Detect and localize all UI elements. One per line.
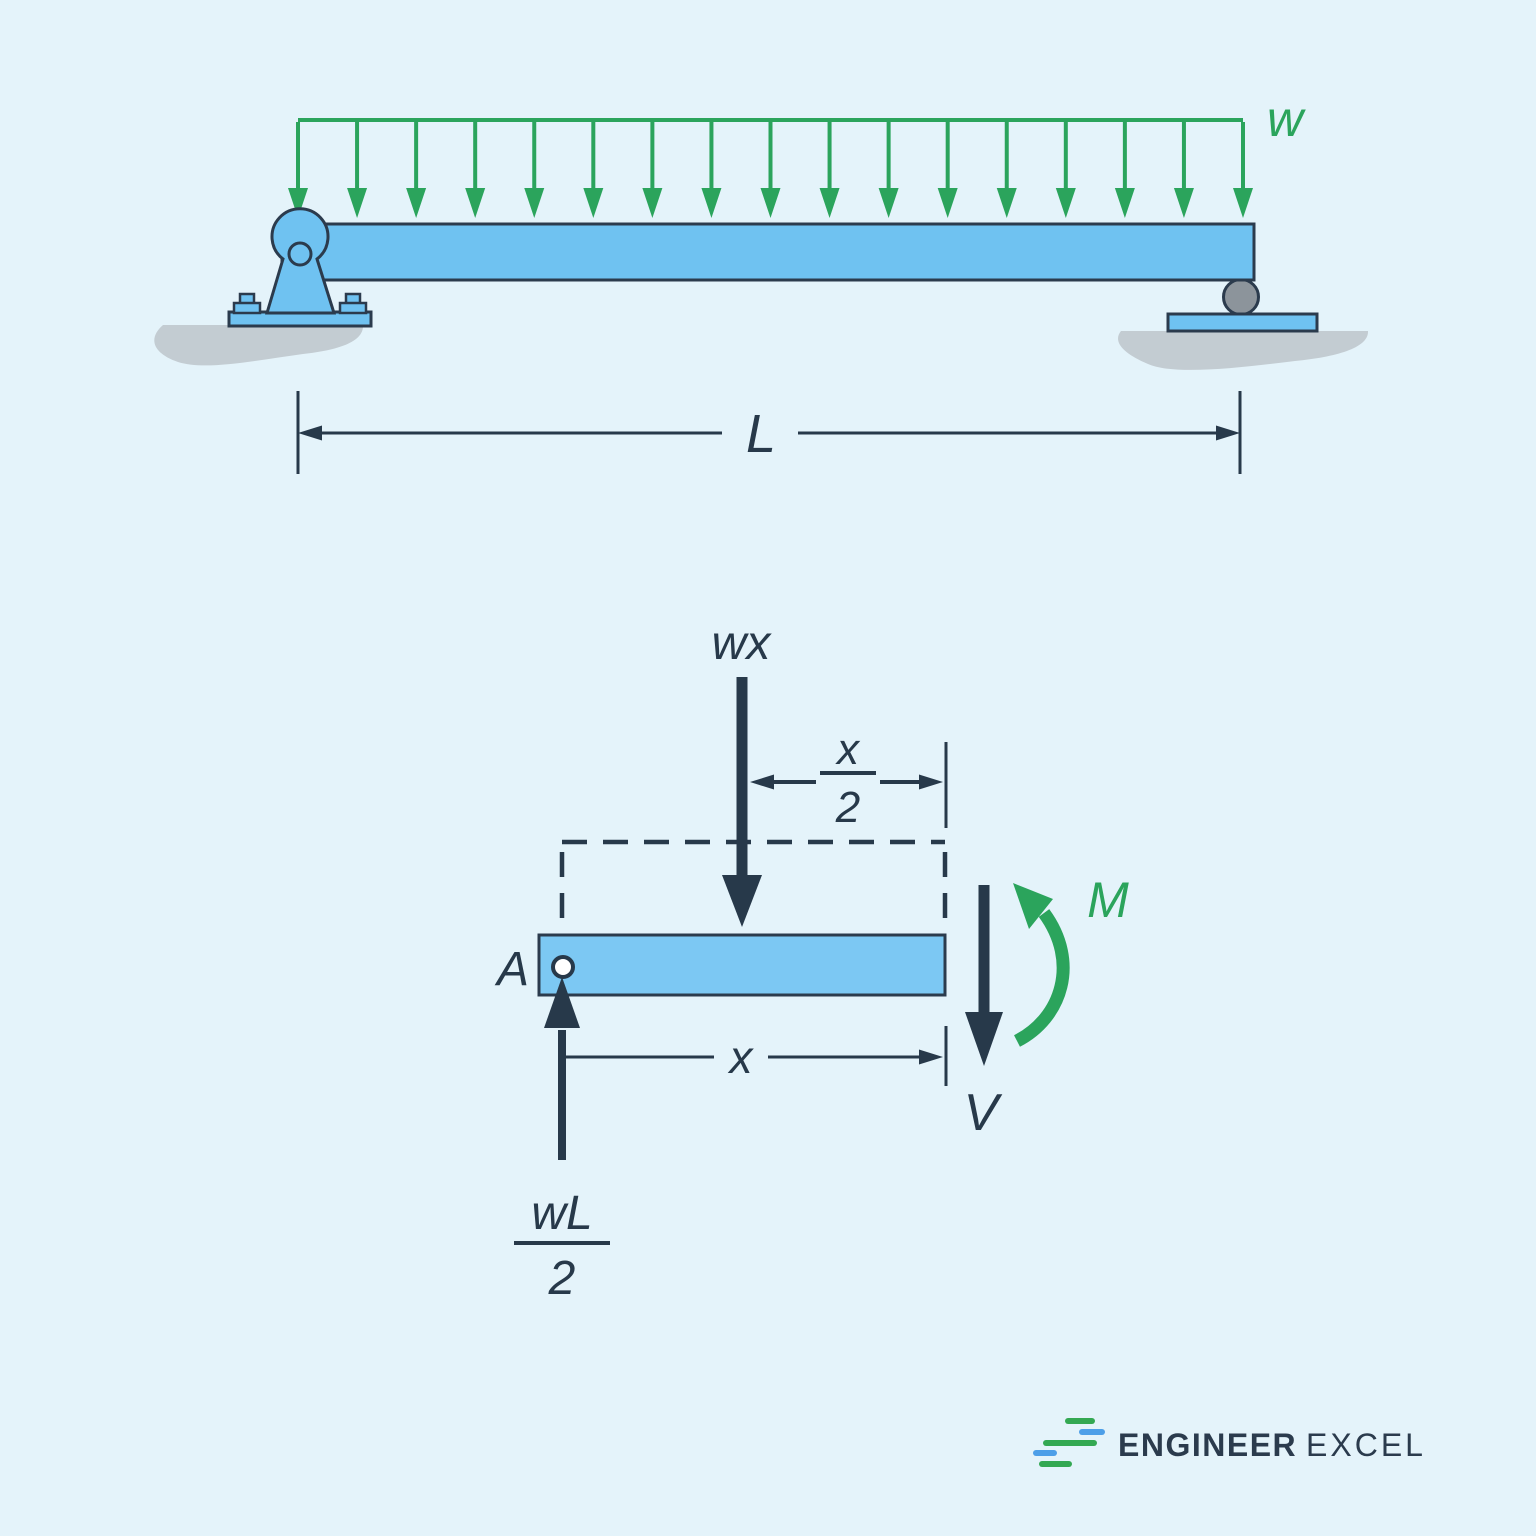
load-arrowhead bbox=[1233, 188, 1253, 218]
moment-label: M bbox=[1087, 872, 1129, 928]
logo-icon bbox=[1033, 1418, 1105, 1467]
resultant-arrowhead bbox=[722, 875, 762, 927]
logo-text-engineer: ENGINEER bbox=[1118, 1427, 1297, 1463]
bending-moment: M bbox=[1013, 872, 1129, 1047]
distributed-load: w bbox=[288, 91, 1306, 218]
logo-dash-green-1 bbox=[1065, 1418, 1095, 1424]
load-arrowhead bbox=[996, 188, 1017, 218]
span-label: L bbox=[746, 404, 776, 464]
bolt-base-left bbox=[232, 301, 262, 315]
pin-marker bbox=[551, 955, 575, 979]
fraction-denominator: 2 bbox=[835, 783, 860, 832]
ground-left bbox=[154, 325, 364, 366]
fraction-denominator: 2 bbox=[548, 1252, 576, 1305]
load-arrowhead bbox=[701, 188, 722, 218]
cut-point: A bbox=[494, 943, 575, 996]
pin-bolts bbox=[232, 292, 368, 315]
half-dim-arrowhead-left bbox=[750, 774, 774, 790]
load-arrowhead bbox=[760, 188, 781, 218]
half-span-fraction: x 2 bbox=[820, 725, 876, 832]
logo-text-excel: EXCEL bbox=[1306, 1427, 1426, 1463]
load-arrowhead bbox=[1173, 188, 1194, 218]
moment-arc bbox=[1013, 909, 1070, 1047]
load-arrowhead bbox=[583, 188, 604, 218]
span-dimension: L bbox=[296, 391, 1242, 474]
load-arrowhead bbox=[347, 188, 368, 218]
load-arrowhead bbox=[1114, 188, 1135, 218]
load-arrowhead bbox=[288, 188, 308, 218]
load-arrowhead bbox=[406, 188, 427, 218]
logo-dash-blue-2 bbox=[1033, 1450, 1057, 1456]
x-dim-label: x bbox=[728, 1031, 755, 1083]
ground-right bbox=[1118, 331, 1369, 370]
beam-segment bbox=[537, 933, 947, 997]
beam-diagram: w L bbox=[154, 91, 1369, 474]
fraction-numerator: wL bbox=[531, 1187, 592, 1240]
load-arrowhead bbox=[819, 188, 840, 218]
fraction-numerator: x bbox=[835, 725, 861, 774]
roller-wheel bbox=[1222, 278, 1260, 316]
logo-wordmark: ENGINEER EXCEL bbox=[1118, 1427, 1426, 1463]
moment-arrowhead bbox=[1013, 883, 1053, 929]
half-dim-arrowhead-right bbox=[919, 774, 943, 790]
reaction-force: wL 2 bbox=[514, 977, 610, 1305]
logo-dash-green-2 bbox=[1043, 1440, 1097, 1446]
load-arrowhead bbox=[642, 188, 663, 218]
load-arrowhead bbox=[1055, 188, 1076, 218]
dim-arrowhead-right bbox=[1216, 425, 1240, 441]
free-body-diagram: wx x 2 wL 2 bbox=[494, 617, 1129, 1305]
distributed-load-arrows bbox=[288, 122, 1253, 218]
load-label: w bbox=[1267, 91, 1306, 147]
pin-support bbox=[227, 207, 373, 328]
half-span-dimension: x 2 bbox=[750, 725, 948, 832]
roller-support bbox=[1166, 278, 1319, 333]
logo-dash-blue-1 bbox=[1079, 1429, 1105, 1435]
x-dim-arrowhead bbox=[919, 1049, 943, 1065]
load-arrowhead bbox=[465, 188, 486, 218]
logo: ENGINEER EXCEL bbox=[1033, 1418, 1426, 1467]
bolt-base-right bbox=[338, 301, 368, 315]
x-dimension: x bbox=[566, 1026, 948, 1086]
roller-plate bbox=[1166, 312, 1319, 333]
resultant-label: wx bbox=[712, 617, 773, 670]
dim-arrowhead-left bbox=[298, 425, 322, 441]
reaction-fraction: wL 2 bbox=[514, 1187, 610, 1305]
reaction-arrowhead bbox=[544, 977, 580, 1028]
point-label: A bbox=[494, 943, 529, 996]
beam bbox=[280, 222, 1256, 282]
shear-label: V bbox=[964, 1084, 1003, 1142]
logo-dash-green-3 bbox=[1039, 1461, 1072, 1467]
load-arrowhead bbox=[878, 188, 899, 218]
shear-force: V bbox=[964, 885, 1003, 1142]
dashed-load-region bbox=[559, 839, 948, 932]
shear-arrowhead bbox=[965, 1012, 1003, 1066]
load-arrowhead bbox=[937, 188, 958, 218]
load-arrowhead bbox=[524, 188, 545, 218]
resultant-load: wx bbox=[712, 617, 773, 927]
pin-hole bbox=[287, 241, 313, 267]
